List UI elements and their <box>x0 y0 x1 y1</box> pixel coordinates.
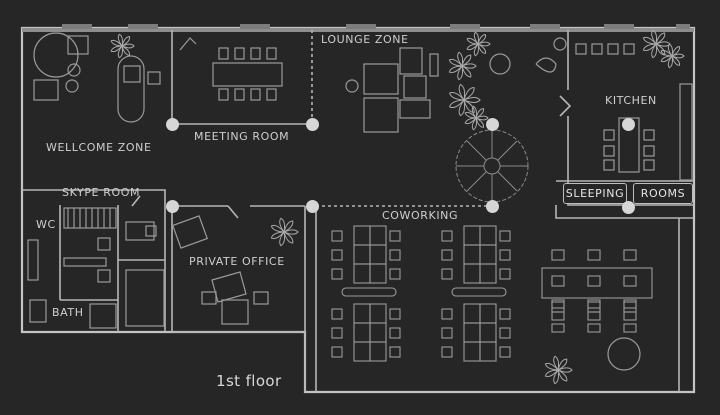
room-marker-dot[interactable] <box>485 117 499 131</box>
plant-icon <box>110 33 135 59</box>
room-label-coworking: COWORKING <box>382 209 459 222</box>
windows <box>62 24 690 29</box>
meeting-table <box>179 37 283 101</box>
room-label-kitchen: KITCHEN <box>605 94 657 107</box>
room-marker-dot[interactable] <box>485 199 499 213</box>
lounge-furniture <box>345 37 567 133</box>
coworking-desks <box>331 225 511 362</box>
room-button-rooms[interactable]: ROOMS <box>633 183 693 204</box>
room-marker-dot[interactable] <box>621 200 635 214</box>
interior-walls <box>22 30 694 392</box>
plant-icon <box>466 31 491 57</box>
room-marker-dot[interactable] <box>305 117 319 131</box>
room-label-bath: BATH <box>52 306 84 319</box>
plant-icon <box>270 217 299 247</box>
plant-icon <box>642 29 671 59</box>
round-table <box>607 337 641 371</box>
room-label-wc: WC <box>36 218 56 231</box>
room-marker-dot[interactable] <box>165 117 179 131</box>
room-marker-dot[interactable] <box>621 117 635 131</box>
room-marker-dot[interactable] <box>305 199 319 213</box>
desk-cluster-right <box>541 249 653 333</box>
room-label-skype-room: SKYPE ROOM <box>62 186 141 199</box>
floor-label: 1st floor <box>216 372 282 390</box>
plant-icon <box>448 51 477 81</box>
plant-icon <box>660 43 685 69</box>
room-button-sleeping[interactable]: SLEEPING <box>563 183 627 204</box>
room-label-private-office: PRIVATE OFFICE <box>189 255 285 268</box>
plant-icons <box>110 29 685 385</box>
plant-icon <box>464 105 489 131</box>
plant-icon <box>448 83 481 117</box>
room-marker-dot[interactable] <box>165 199 179 213</box>
skype-wc-bath <box>27 207 165 329</box>
kitchen-furniture <box>575 43 693 181</box>
wellcome-furniture <box>33 32 161 123</box>
room-label-lounge-zone: LOUNGE ZONE <box>321 33 409 46</box>
private-office-furniture <box>171 215 269 325</box>
room-label-meeting-room: MEETING ROOM <box>194 130 290 143</box>
plant-icon <box>544 355 573 385</box>
room-label-wellcome-zone: WELLCOME ZONE <box>46 141 152 154</box>
